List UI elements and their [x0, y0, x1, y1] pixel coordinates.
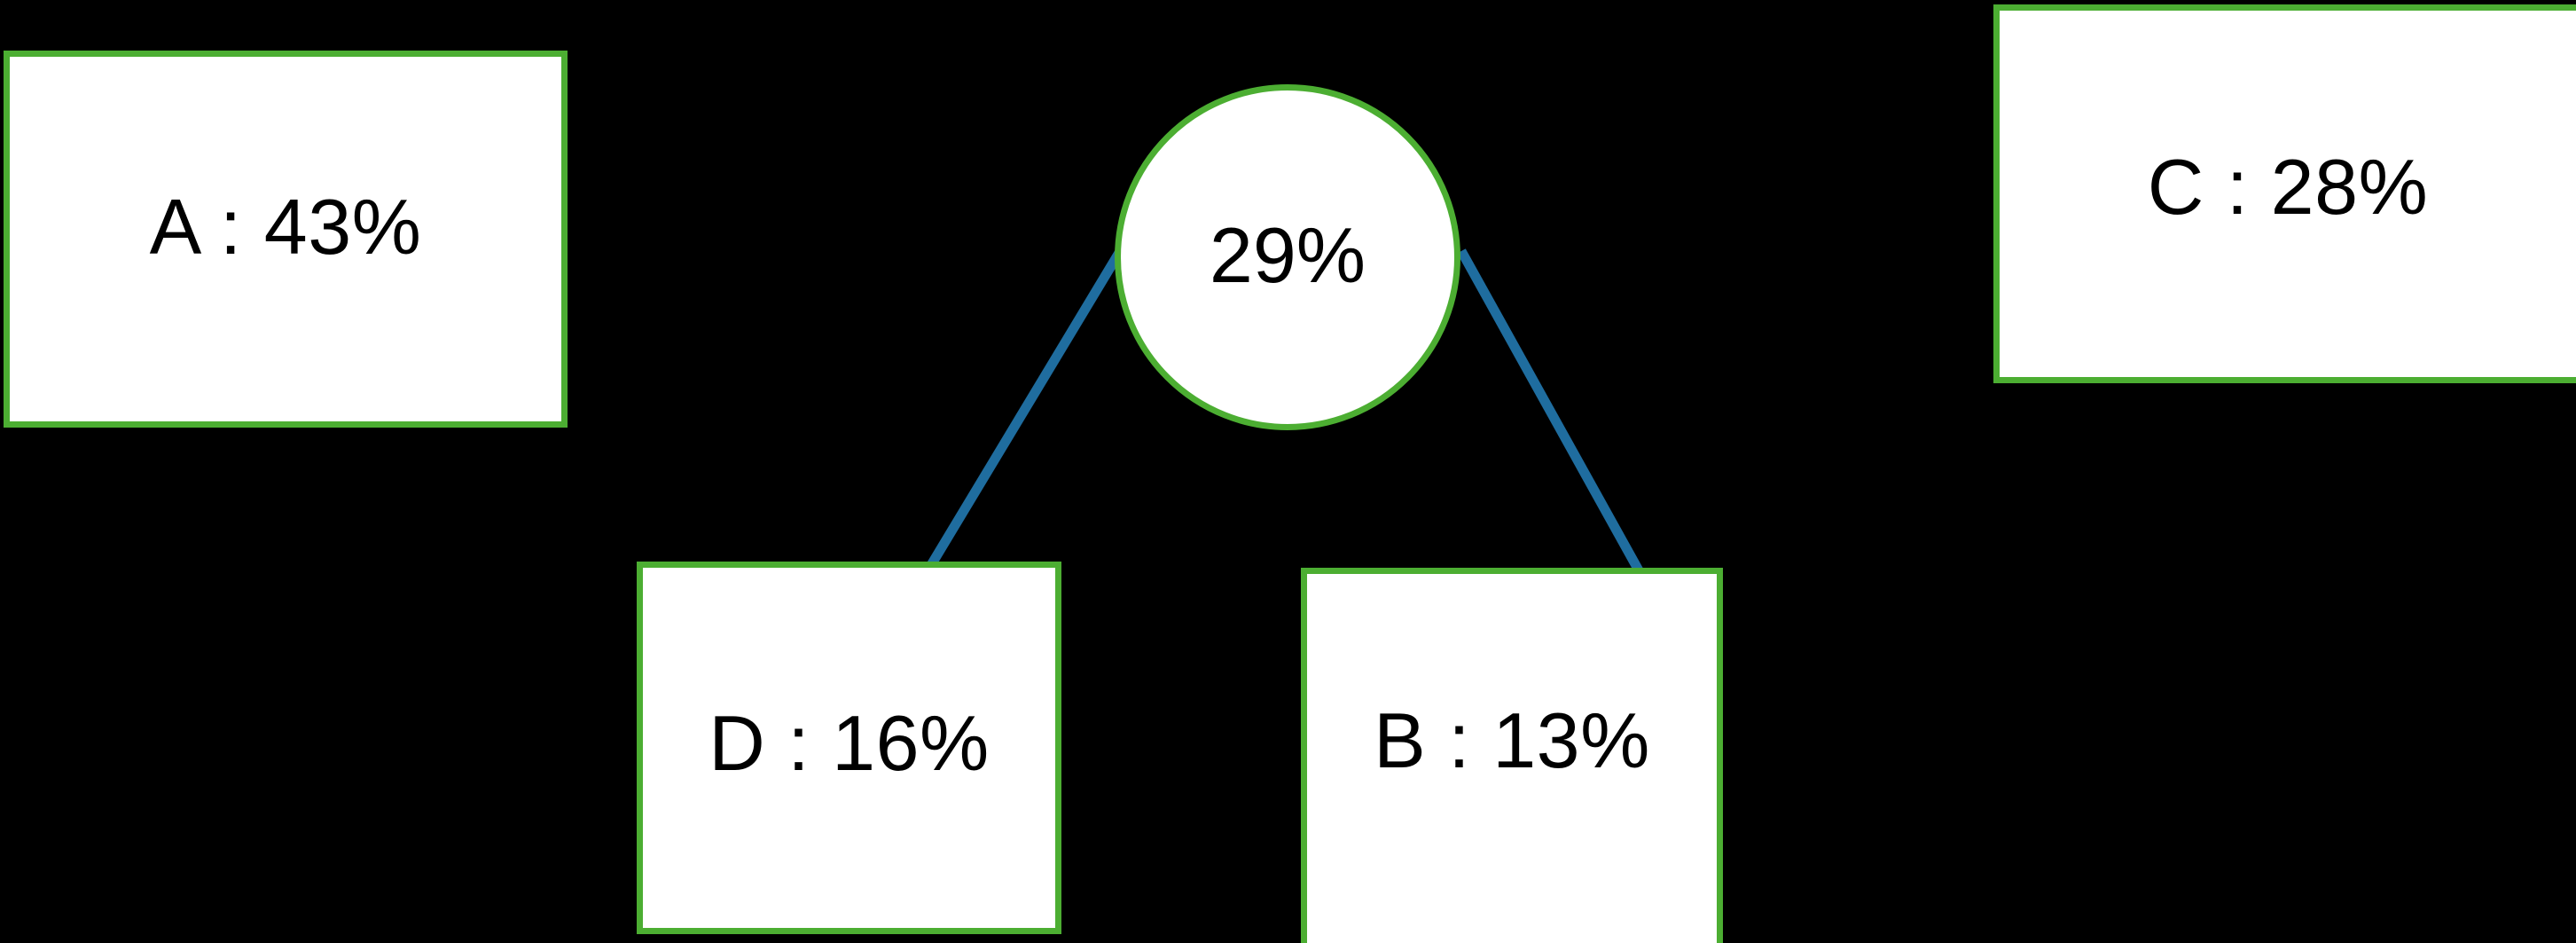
node-root-label: 29%: [1209, 211, 1366, 299]
node-c-label: C : 28%: [2147, 142, 2429, 231]
node-b-label: B : 13%: [1374, 696, 1650, 784]
node-d[interactable]: D : 16%: [637, 562, 1061, 934]
node-root-circle[interactable]: 29%: [1115, 84, 1460, 430]
node-c[interactable]: C : 28%: [1993, 4, 2576, 383]
node-a-label: A : 43%: [149, 182, 422, 271]
node-b[interactable]: B : 13%: [1301, 568, 1723, 943]
node-d-label: D : 16%: [709, 699, 990, 787]
node-a[interactable]: A : 43%: [4, 51, 568, 428]
edge-root-to-d: [927, 250, 1124, 568]
edge-root-to-b: [1457, 248, 1643, 573]
